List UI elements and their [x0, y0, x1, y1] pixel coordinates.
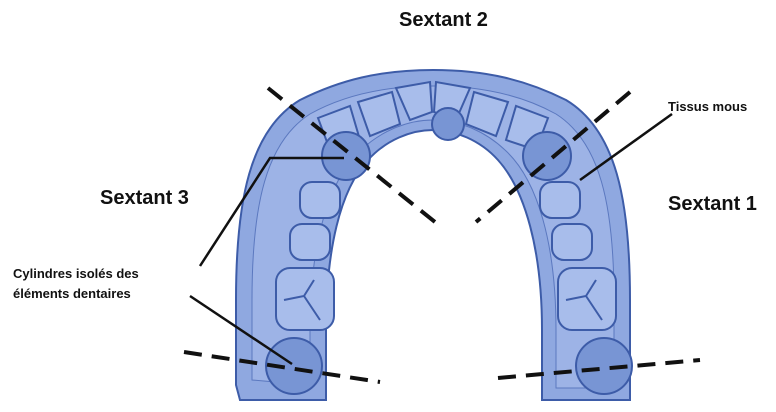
tooth-right-premolar-1 [540, 182, 580, 218]
tooth-left-premolar-2 [290, 224, 330, 260]
tissus-mous-label: Tissus mous [668, 97, 747, 117]
cylindres-label-line2: éléments dentaires [13, 284, 131, 304]
cylinder-right-canine [523, 132, 571, 180]
sextant-3-label: Sextant 3 [100, 187, 189, 210]
tooth-left-premolar-1 [300, 182, 340, 218]
sextant-2-label: Sextant 2 [399, 9, 488, 32]
sextant-1-label: Sextant 1 [668, 193, 757, 216]
cylindres-label-line1: Cylindres isolés des [13, 264, 139, 284]
tooth-right-premolar-2 [552, 224, 592, 260]
cylinder-front [432, 108, 464, 140]
cylinder-left-canine [322, 132, 370, 180]
